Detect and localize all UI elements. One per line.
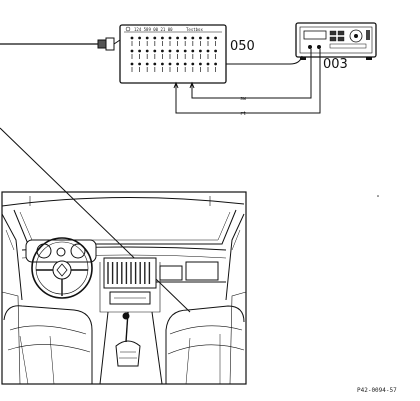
test-socket [138,49,142,53]
meter-button [337,30,345,36]
test-socket [199,49,202,53]
tester-label-050: 050 [230,39,255,54]
test-socket [161,36,164,40]
vehicle-interior-illustration [1,191,247,385]
glovebox-panel [159,265,183,281]
test-socket [153,36,157,40]
meter-knob-center-icon [354,34,358,38]
test-socket [176,49,180,53]
test-socket [145,62,149,66]
test-leads [173,49,321,114]
test-socket [138,36,142,40]
cable-connector-plug [97,37,121,51]
test-socket [191,49,195,53]
meter-label-003: 003 [323,57,348,72]
test-socket [176,62,180,66]
test-socket [191,62,195,66]
test-socket [176,36,180,40]
passenger-vent [185,261,219,281]
test-socket [191,36,195,40]
tester-to-meter-cable [226,55,303,65]
meter-button [329,30,337,36]
meter-button [337,36,345,42]
tester-header-text: Testbox [186,27,203,32]
test-socket [214,62,218,66]
test-socket [183,36,187,40]
test-socket [214,36,218,40]
test-socket [161,62,164,66]
pointer-line [0,127,191,313]
test-socket [145,49,149,53]
gear-boot [115,340,141,367]
test-socket [206,49,210,53]
star-emblem-icon [56,263,68,277]
passenger-seat [165,305,245,384]
driver-seat [3,305,93,384]
test-socket [183,49,187,53]
test-socket [168,36,172,40]
test-socket [130,36,134,40]
test-socket [206,36,210,40]
steering-wheel [31,237,93,299]
test-socket [161,49,164,53]
console-grille [107,262,151,284]
tester-header-code: 124 589 00 21 00 [134,27,173,32]
star-logo-icon [125,26,131,32]
meter-switch [366,30,370,40]
test-socket [138,62,142,66]
meter-jack [308,45,312,49]
meter-display [303,30,327,40]
page-mark [377,195,379,197]
test-socket [130,62,134,66]
test-socket [153,62,157,66]
socket-grid [130,36,218,72]
test-socket [183,62,187,66]
figure-reference: P42-0094-57 [357,387,397,394]
test-socket [168,49,172,53]
test-socket [153,49,157,53]
test-socket [199,36,202,40]
test-socket [130,49,134,53]
test-socket [206,62,210,66]
test-socket [214,49,218,53]
radio-unit [109,291,151,305]
test-socket [145,36,149,40]
tester-box-050: 124 589 00 21 00 Testbox [119,24,227,84]
wire-label-sw: sw [240,96,247,102]
multimeter-003 [295,22,377,60]
meter-jack [317,45,321,49]
meter-button [329,36,337,42]
wire-label-rt: rt [240,111,246,117]
test-socket [168,62,172,66]
test-socket [199,62,202,66]
